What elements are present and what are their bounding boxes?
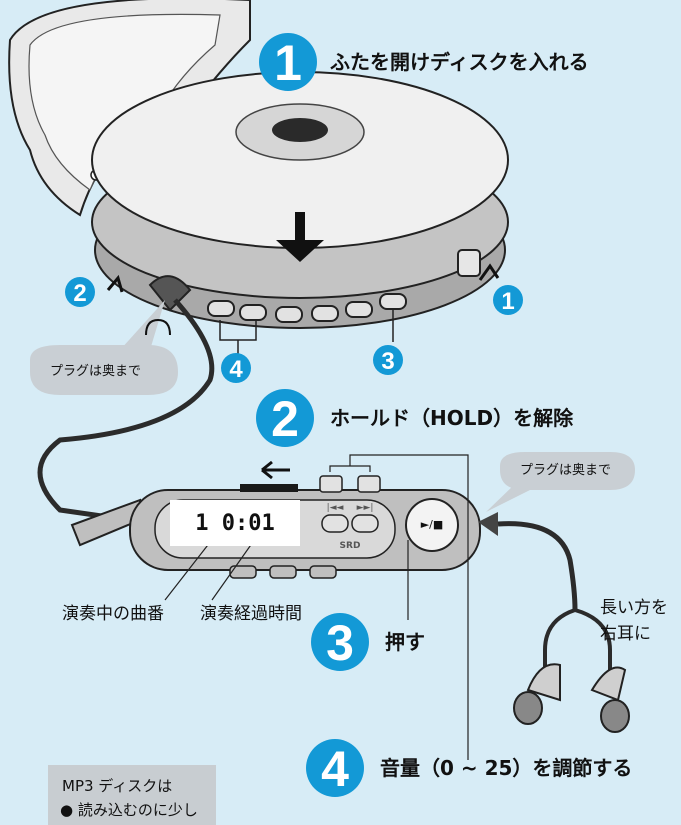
srd-label: SRD (340, 541, 361, 551)
play-stop-button (405, 498, 459, 552)
down-arrow-icon (276, 240, 324, 262)
step-4-number: 4 (321, 741, 349, 797)
earphone-cords (543, 608, 612, 680)
open-arrow-right-icon (478, 263, 500, 281)
open-arrow-left-icon (106, 274, 124, 293)
cord-to-remote (37, 298, 215, 523)
headphone-icon (145, 318, 171, 336)
step-4-text: 音量（0 ~ 25）を調節する (380, 756, 633, 780)
marker-3-circle (373, 345, 403, 375)
elapsed-time-caption: 演奏経過時間 (200, 604, 302, 624)
track-number-caption: 演奏中の曲番 (62, 604, 164, 624)
earphone-caption-line2: 右耳に (600, 624, 651, 644)
plug-note-right: プラグは奥まで (520, 463, 612, 478)
marker-2-circle (65, 277, 95, 307)
play-stop-symbol: ►/■ (421, 518, 444, 531)
step-1-circle (259, 33, 317, 91)
step-3-circle (311, 613, 369, 671)
earphone-caption-line1: 長い方を (600, 598, 668, 618)
hold-slider (240, 484, 298, 492)
step-2-circle (256, 389, 314, 447)
next-button (351, 514, 379, 533)
mp3-note-line1: MP3 ディスクは (62, 777, 173, 795)
left-arrow-icon (261, 460, 290, 480)
step-4-circle (306, 739, 364, 797)
step-1-number: 1 (274, 35, 302, 91)
step-2-text: ホールド（HOLD）を解除 (330, 406, 574, 430)
marker-4: 4 (229, 356, 243, 383)
marker-3: 3 (381, 348, 394, 375)
prev-label: |◄◄ (327, 503, 344, 513)
prev-button (321, 514, 349, 533)
plug-note-left: プラグは奥まで (50, 364, 142, 379)
next-label: ►►| (357, 503, 374, 513)
marker-4-circle (221, 353, 251, 383)
marker-1-circle (493, 285, 523, 315)
remote-display: 1 0:01 (170, 500, 300, 546)
step-2-number: 2 (271, 391, 299, 447)
step-1-text: ふたを開けディスクを入れる (330, 50, 589, 74)
plug-player (148, 275, 192, 312)
hold-switch (457, 249, 481, 277)
marker-1: 1 (501, 288, 514, 315)
mp3-note-line2: ● 読み込むのに少し (60, 801, 198, 819)
step-3-number: 3 (326, 615, 354, 671)
player-buttons (207, 293, 407, 323)
mp3-note-box: MP3 ディスクは ● 読み込むのに少し (48, 765, 216, 825)
marker-2: 2 (73, 280, 86, 307)
earphones (513, 663, 630, 733)
step-3-text: 押す (385, 630, 425, 654)
